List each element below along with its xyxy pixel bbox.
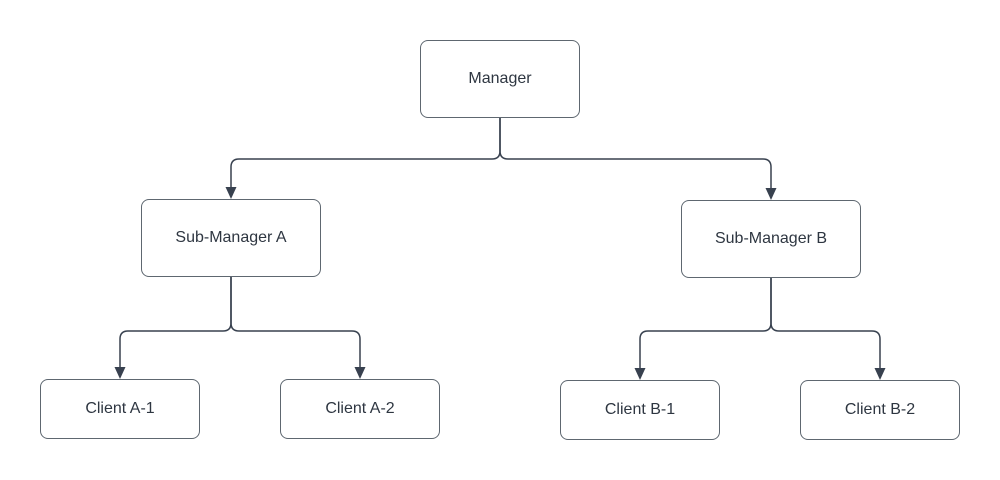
arrowhead-icon [765,188,777,200]
edge-sub-manager-a-to-client-a2[interactable] [230,277,366,379]
arrowhead-icon [225,187,237,199]
edge-sub-manager-b-to-client-b1[interactable] [634,278,772,380]
arrowhead-icon [874,368,886,380]
node-sub-manager-b[interactable]: Sub-Manager B [681,200,861,278]
node-manager[interactable]: Manager [420,40,580,118]
arrowhead-icon [114,367,126,379]
node-sub-manager-a[interactable]: Sub-Manager A [141,199,321,277]
arrowhead-icon [354,367,366,379]
node-client-b2[interactable]: Client B-2 [800,380,960,440]
node-client-a2[interactable]: Client A-2 [280,379,440,439]
node-label: Client A-2 [325,400,395,418]
edge-manager-to-sub-manager-a[interactable] [225,118,501,199]
node-client-b1[interactable]: Client B-1 [560,380,720,440]
node-client-a1[interactable]: Client A-1 [40,379,200,439]
node-label: Sub-Manager B [714,230,828,248]
node-label: Client A-1 [85,400,155,418]
node-label: Manager [468,70,532,88]
arrowhead-icon [634,368,646,380]
node-label: Sub-Manager A [175,229,287,247]
edge-sub-manager-b-to-client-b2[interactable] [770,278,886,380]
edge-manager-to-sub-manager-b[interactable] [499,118,777,200]
node-label: Client B-1 [604,401,676,419]
node-label: Client B-2 [844,401,916,419]
edge-sub-manager-a-to-client-a1[interactable] [114,277,232,379]
